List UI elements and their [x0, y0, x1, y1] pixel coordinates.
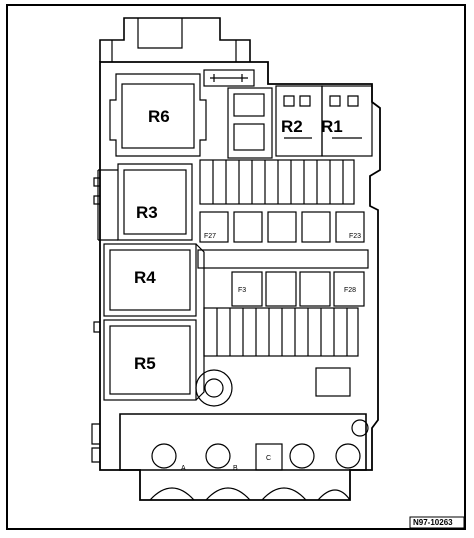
image-code: N97-10263 — [413, 518, 453, 527]
terminal-label-b: B — [233, 465, 238, 472]
r3-relay-block — [117, 163, 193, 241]
middle-connector-strip — [197, 249, 369, 269]
left-side-tabs — [91, 177, 100, 463]
relay-label-r3: R3 — [136, 203, 158, 222]
terminal-a-bolt — [151, 443, 177, 469]
relay-label-r5: R5 — [134, 354, 156, 373]
relay-label-r1: R1 — [321, 117, 343, 136]
bolt-large — [195, 369, 233, 407]
small-relay-bottom-right — [315, 367, 351, 397]
image-code-box — [409, 516, 465, 529]
r4-inner — [109, 249, 191, 311]
housing-outline — [99, 61, 381, 501]
r2-r1-pins — [283, 95, 362, 139]
fuse-row-1 — [199, 211, 365, 243]
fuse-label-f3: F3 — [238, 287, 246, 294]
upper-fuse-row — [199, 159, 355, 205]
terminal-e-bolt — [335, 443, 361, 469]
bottom-arches — [149, 487, 351, 501]
lower-terminal-block — [119, 413, 367, 471]
r1-relay-block — [321, 85, 373, 157]
mini-relay-top — [233, 93, 265, 117]
terminal-d-bolt — [289, 443, 315, 469]
terminal-label-c: C — [266, 455, 271, 462]
r6-inner — [121, 83, 195, 149]
r5-inner — [109, 325, 191, 395]
terminal-c-block — [255, 443, 283, 471]
small-top-connector-pins — [210, 74, 248, 82]
top-connector-ribs — [111, 40, 237, 62]
top-connector-slot — [137, 18, 183, 49]
bolt-small — [351, 419, 369, 437]
top-connector — [99, 17, 251, 62]
fuse-label-f27: F27 — [204, 233, 216, 240]
r3-inner — [123, 169, 187, 235]
r4-relay-block — [103, 243, 197, 317]
terminal-label-a: A — [181, 465, 186, 472]
relay-label-r2: R2 — [281, 117, 303, 136]
r3-side-frame — [97, 169, 118, 241]
r6-relay-block — [109, 73, 207, 157]
mini-relay-column — [227, 87, 273, 159]
mini-relay-bottom — [233, 123, 265, 151]
small-top-connector — [203, 69, 255, 87]
lower-fuse-row — [203, 307, 359, 357]
r5-relay-block — [103, 319, 197, 401]
fuse-row-2 — [231, 271, 365, 307]
relay-label-r6: R6 — [148, 107, 170, 126]
figure-frame — [6, 4, 466, 530]
fuse-label-f28: F28 — [344, 287, 356, 294]
terminal-b-bolt — [205, 443, 231, 469]
fuse-label-f23: F23 — [349, 233, 361, 240]
relay-label-r4: R4 — [134, 268, 156, 287]
bolt-large-inner — [204, 378, 224, 398]
